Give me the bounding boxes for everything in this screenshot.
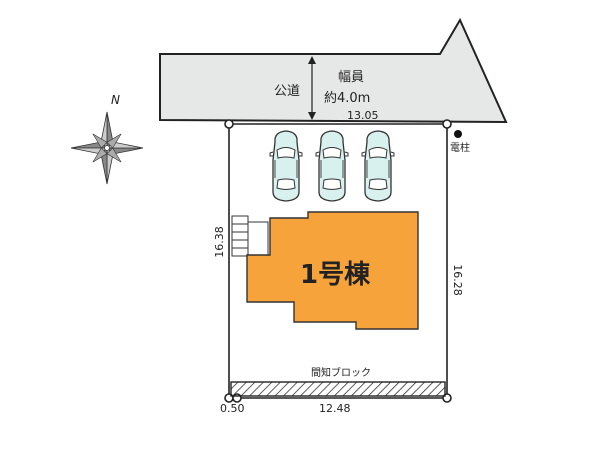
compass-north-label: N <box>111 93 120 107</box>
retaining-wall <box>230 381 446 397</box>
parked-car <box>315 130 349 202</box>
road-width-arrow <box>308 56 316 120</box>
corner-marker <box>224 119 234 129</box>
wall-label: 間知ブロック <box>311 366 371 379</box>
entrance-steps <box>231 215 269 257</box>
road-width-label: 幅員 <box>338 70 364 85</box>
utility-pole-label: 電柱 <box>450 141 470 154</box>
parked-car <box>269 130 303 202</box>
public-road <box>159 17 508 124</box>
utility-pole-icon <box>454 130 462 138</box>
top-dimension: 13.05 <box>347 109 379 122</box>
corner-marker <box>442 119 452 129</box>
building-label: 1号棟 <box>300 260 371 290</box>
bottom-offset-dimension: 0.50 <box>220 402 245 415</box>
road-label: 公道 <box>274 84 300 99</box>
right-dimension: 16.28 <box>451 264 464 296</box>
building-footprint <box>246 211 419 330</box>
parked-car <box>361 130 395 202</box>
left-dimension: 16.38 <box>213 226 226 258</box>
bottom-dimension: 12.48 <box>319 402 351 415</box>
road-width-value: 約4.0m <box>324 91 370 106</box>
compass-icon <box>70 111 144 185</box>
